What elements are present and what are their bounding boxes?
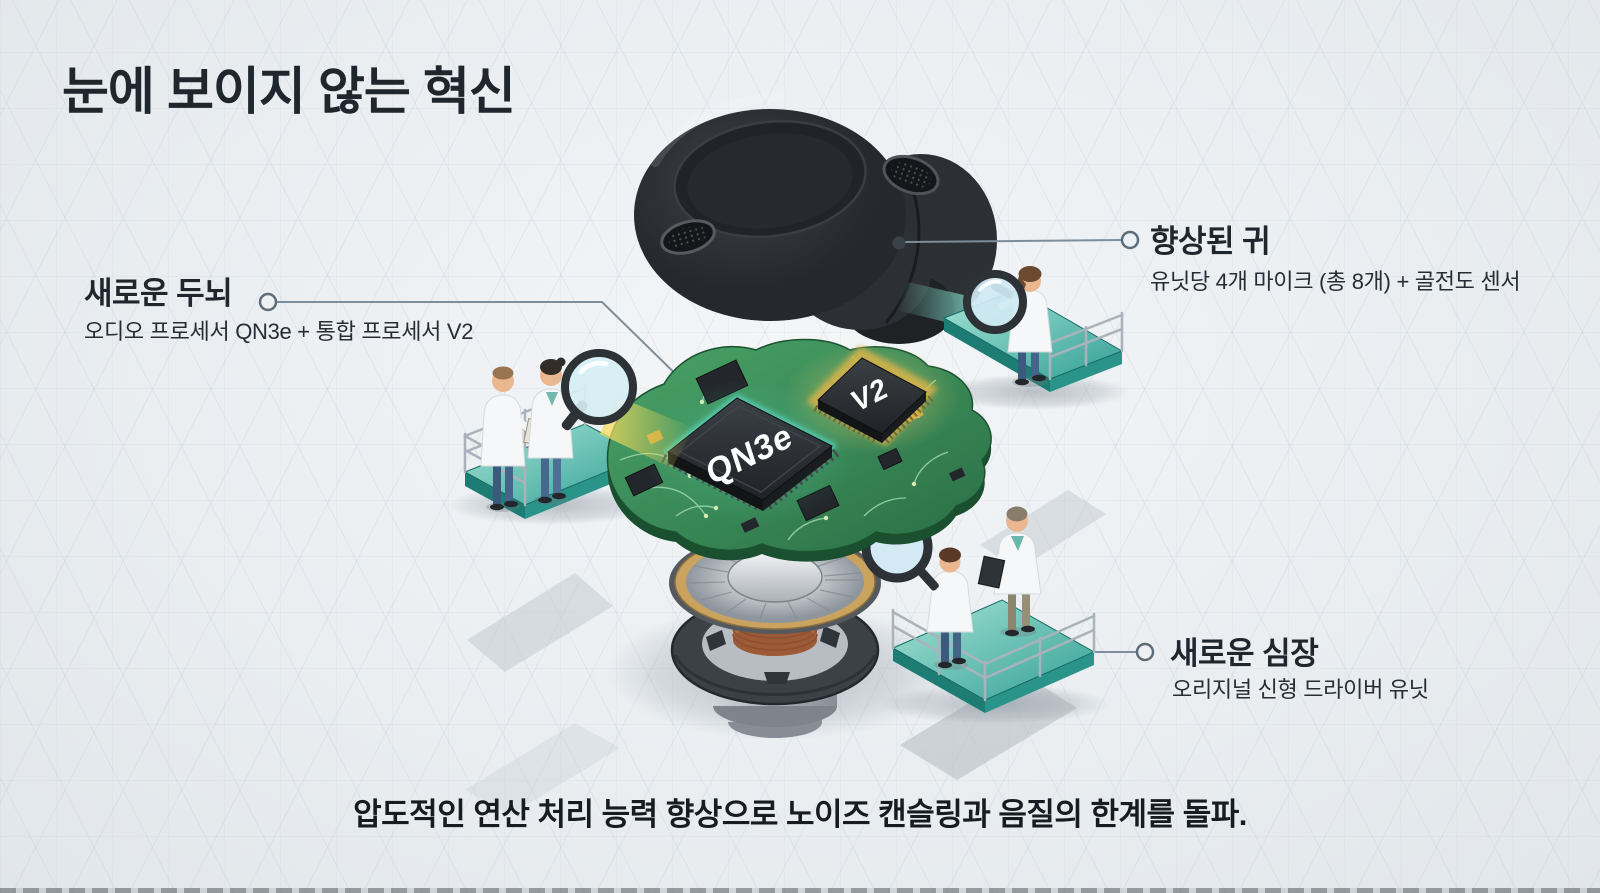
connector-brain-ring xyxy=(258,292,278,312)
scientist-with-clipboard xyxy=(480,366,545,512)
scientist-with-magnifier-bottom xyxy=(861,511,974,670)
video-scrubber-edge xyxy=(0,888,1600,893)
magnifier-icon xyxy=(963,270,1027,334)
callout-heart-title: 새로운 심장 xyxy=(1170,636,1319,671)
connector-ears-dot xyxy=(892,236,906,250)
railing xyxy=(891,608,1096,702)
bottom-caption: 압도적인 연산 처리 능력 향상으로 노이즈 캔슬링과 음질의 한계를 돌파. xyxy=(353,797,1247,832)
callout-heart-subtitle: 오리지널 신형 드라이버 유닛 xyxy=(1172,677,1429,702)
chip-qn3e: QN3e xyxy=(660,394,840,511)
floor-tile xyxy=(467,573,613,672)
floor-tile xyxy=(465,723,620,815)
callout-brain-title: 새로운 두뇌 xyxy=(84,276,233,311)
tablet-icon xyxy=(977,555,1006,589)
circuit-board: QN3e V2 xyxy=(606,338,992,562)
chip-v2: V2 xyxy=(806,346,938,446)
connector-ears-ring xyxy=(1120,230,1140,250)
mic-grille-right-icon xyxy=(882,154,940,196)
callout-ears-subtitle: 유닛당 4개 마이크 (총 8개) + 골전도 센서 xyxy=(1150,269,1521,294)
connector-heart-ring xyxy=(1135,642,1155,662)
connector-ears xyxy=(892,230,1140,250)
scientist-with-magnifier-top xyxy=(963,266,1053,387)
mic-grille-left-icon xyxy=(660,219,716,255)
scientist-with-tablet xyxy=(977,506,1042,637)
connector-brain xyxy=(258,292,693,391)
floor-tiles xyxy=(465,490,1106,815)
earbud-shell xyxy=(634,92,997,344)
magnifier-icon xyxy=(561,349,637,431)
beam-teal xyxy=(896,282,968,326)
page-title: 눈에 보이지 않는 혁신 xyxy=(62,63,516,120)
callout-brain-subtitle: 오디오 프로세서 QN3e + 통합 프로세서 V2 xyxy=(84,319,474,344)
callout-ears-title: 향상된 귀 xyxy=(1150,224,1271,259)
platform-bottom-right xyxy=(880,599,1110,724)
